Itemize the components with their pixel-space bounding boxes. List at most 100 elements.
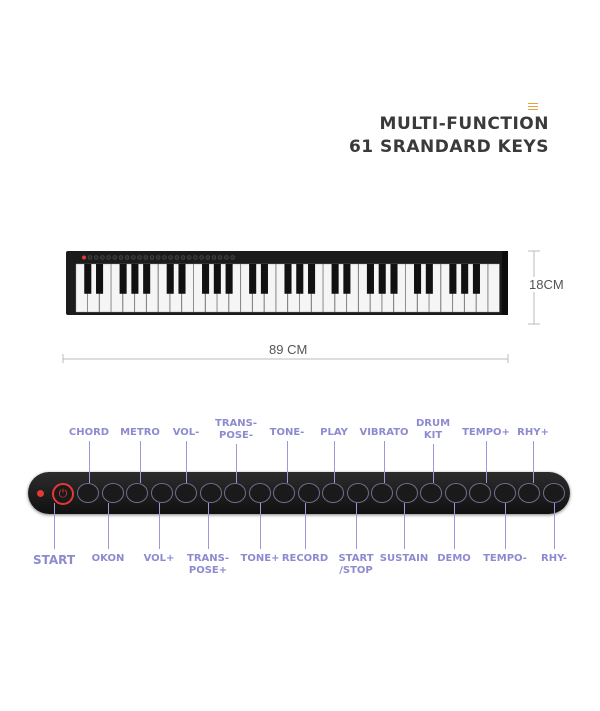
- function-button[interactable]: [444, 483, 467, 503]
- power-button[interactable]: ⏻: [52, 483, 74, 505]
- label-bottom-7: SUSTAIN: [379, 553, 429, 564]
- leader-line: [334, 441, 335, 483]
- keyboard-panel-dot: [174, 255, 180, 260]
- label-top-8: TEMPO+: [462, 427, 510, 438]
- function-button[interactable]: [77, 483, 99, 503]
- keyboard-panel-dot: [162, 255, 167, 260]
- leader-line: [554, 503, 555, 549]
- leader-line: [433, 444, 434, 483]
- black-key: [461, 264, 469, 294]
- leader-line: [108, 503, 109, 549]
- black-key: [84, 264, 92, 294]
- function-button[interactable]: [273, 483, 295, 503]
- black-key: [260, 264, 268, 294]
- keyboard-panel-dot: [137, 255, 142, 260]
- function-button[interactable]: [101, 483, 124, 503]
- keyboard-panel-dot: [143, 255, 149, 260]
- keyboard-panel-dot: [199, 255, 204, 260]
- label-top-6: VIBRATO: [359, 427, 409, 438]
- leader-line: [287, 441, 288, 483]
- keyboard-panel-dot: [131, 255, 136, 260]
- black-key: [131, 264, 139, 294]
- black-key: [202, 264, 210, 294]
- keyboard-panel-dot: [155, 255, 161, 260]
- leader-line: [140, 441, 141, 483]
- label-top-1: METRO: [120, 427, 160, 438]
- function-button[interactable]: [297, 483, 320, 503]
- leader-line: [533, 441, 534, 483]
- label-top-0: CHORD: [68, 427, 110, 438]
- function-button[interactable]: [395, 483, 418, 503]
- keyboard-power-dot: [82, 255, 86, 260]
- leader-line: [454, 503, 455, 549]
- label-top-3: TRANS-POSE-: [215, 418, 257, 441]
- function-button[interactable]: [542, 483, 565, 503]
- function-button[interactable]: [469, 483, 491, 503]
- label-top-2: VOL-: [172, 427, 200, 438]
- keyboard-panel-dot: [168, 255, 173, 260]
- black-key: [414, 264, 422, 294]
- black-key: [472, 264, 480, 294]
- keyboard-panel-dot: [180, 255, 186, 260]
- keyboard-image: [66, 251, 508, 315]
- function-button[interactable]: [224, 483, 246, 503]
- function-button[interactable]: [199, 483, 222, 503]
- keyboard-panel-dot: [224, 255, 229, 260]
- black-key: [284, 264, 292, 294]
- function-button[interactable]: [420, 483, 442, 503]
- black-key: [449, 264, 457, 294]
- leader-line: [186, 441, 187, 483]
- function-button[interactable]: [322, 483, 344, 503]
- leader-line: [260, 503, 261, 549]
- label-bottom-4: TONE+: [240, 553, 280, 564]
- keyboard-panel-dot: [87, 255, 93, 260]
- label-bottom-3: TRANS-POSE+: [187, 553, 229, 576]
- power-led-icon: [37, 490, 44, 497]
- function-button[interactable]: [493, 483, 516, 503]
- white-key: [488, 263, 500, 313]
- height-label: 18CM: [528, 277, 565, 292]
- keyboard-panel-dot: [100, 255, 105, 260]
- black-key: [166, 264, 174, 294]
- label-bottom-5: RECORD: [281, 553, 329, 564]
- function-button[interactable]: [346, 483, 369, 503]
- label-bottom-6: START/STOP: [338, 553, 374, 576]
- black-key: [378, 264, 386, 294]
- leader-line: [159, 503, 160, 549]
- keyboard-panel-dot: [149, 255, 155, 260]
- black-key: [178, 264, 186, 294]
- label-top-5: PLAY: [320, 427, 348, 438]
- label-bottom-1: OKON: [91, 553, 125, 564]
- title-line-2: 61 SRANDARD KEYS: [348, 137, 549, 157]
- keyboard-panel-dot: [217, 255, 223, 260]
- function-button[interactable]: [518, 483, 540, 503]
- keyboard-panel-dot: [230, 255, 235, 260]
- keyboard-panel-dot: [205, 255, 211, 260]
- keyboard-panel-dot: [186, 255, 192, 260]
- function-button[interactable]: [150, 483, 173, 503]
- keyboard-panel-dot: [118, 255, 124, 260]
- black-key: [96, 264, 104, 294]
- function-button[interactable]: [175, 483, 197, 503]
- label-bottom-0: START: [32, 553, 76, 567]
- leader-line: [305, 503, 306, 549]
- function-button[interactable]: [371, 483, 393, 503]
- function-button[interactable]: [248, 483, 271, 503]
- label-top-4: TONE-: [269, 427, 305, 438]
- leader-line: [89, 441, 90, 483]
- leader-line: [384, 441, 385, 483]
- leader-line: [236, 444, 237, 483]
- keyboard-end-cap: [502, 251, 508, 315]
- function-button[interactable]: [126, 483, 148, 503]
- black-key: [331, 264, 339, 294]
- black-key: [296, 264, 304, 294]
- title-line-1: MULTI-FUNCTION: [379, 114, 549, 134]
- label-bottom-10: RHY-: [541, 553, 567, 564]
- black-key: [425, 264, 433, 294]
- menu-icon: [528, 103, 538, 112]
- control-panel: ⏻: [28, 472, 570, 514]
- keyboard-panel-dot: [93, 255, 99, 260]
- label-bottom-8: DEMO: [437, 553, 471, 564]
- keyboard-panel-dot: [193, 255, 198, 260]
